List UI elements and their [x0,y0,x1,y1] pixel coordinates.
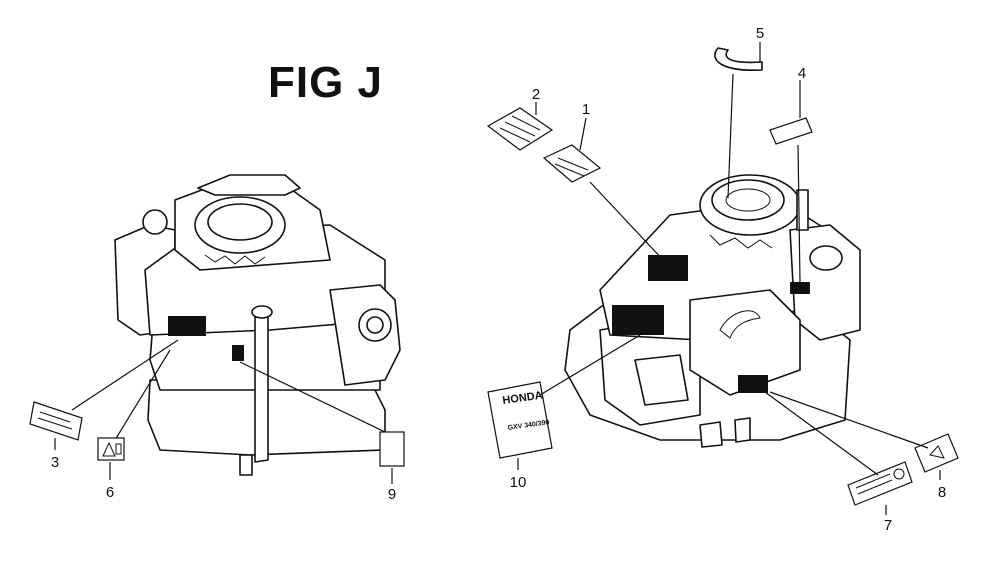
callout-10: 10 [510,474,527,491]
callout-8: 8 [938,484,946,501]
callout-7: 7 [884,517,892,534]
part-8-label [914,433,959,473]
part-7-label [847,461,913,506]
part-4-label [769,117,813,145]
figure-title: FIG J [268,58,384,107]
part-5-gasket [714,47,763,71]
callout-9: 9 [388,486,396,503]
part-9-label [379,431,405,467]
part-1-label [542,144,602,183]
right-engine-decal-side [738,375,768,393]
part-2-label [486,107,554,151]
left-engine [114,174,401,476]
callout-3: 3 [51,454,59,471]
left-engine-decal-side [232,345,244,361]
right-engine [564,174,861,448]
right-engine-decal-top [648,255,688,281]
left-engine-decal-front [168,316,206,336]
honda-label-line1: HONDA [502,389,544,407]
part-3-label [29,401,83,441]
part-6-label [97,437,125,461]
callout-1: 1 [582,101,590,118]
callout-2: 2 [532,86,540,103]
right-engine-decal-tank [790,282,810,294]
right-engine-decal-front [612,305,664,335]
part-10-label: HONDA GXV 340/390 [487,381,553,459]
callout-6: 6 [106,484,114,501]
callout-4: 4 [798,65,806,82]
callout-5: 5 [756,25,764,42]
